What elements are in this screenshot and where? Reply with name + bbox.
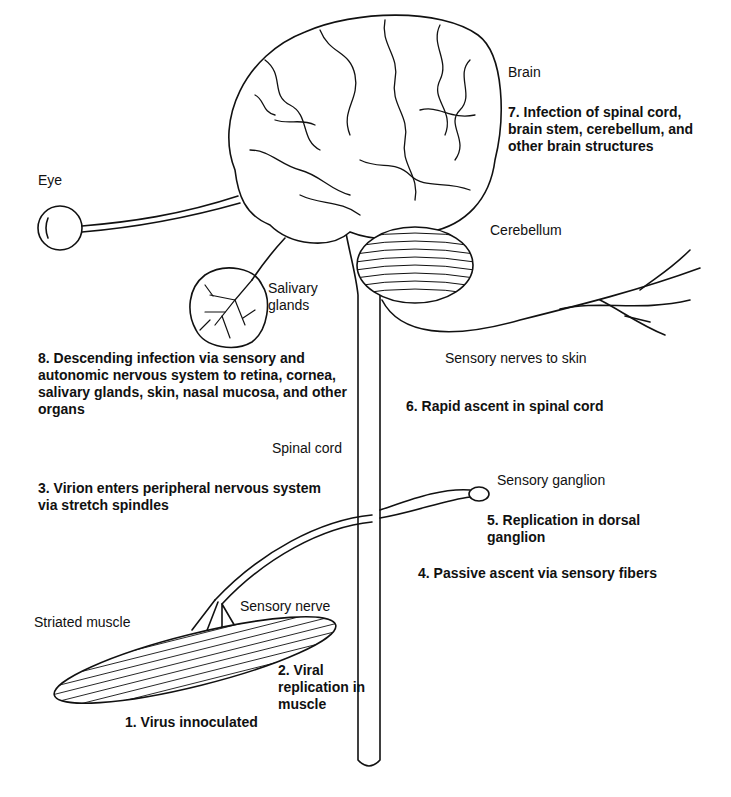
eye [38,206,82,250]
skin-nerve [625,316,650,322]
step-note: 5. Replication in dorsal ganglion [487,512,642,546]
part-label: Striated muscle [34,614,130,631]
skin-nerve [640,250,690,290]
eye-lens [46,218,48,238]
skin-nerve [600,300,665,335]
part-label: Sensory nerves to skin [445,350,587,367]
part-label: Sensory nerve [240,598,330,615]
brain-gyri [250,20,475,215]
step-note: 2. Viral replication in muscle [278,662,372,713]
part-label: Eye [38,172,62,189]
step-note: 1. Virus innoculated [125,714,258,731]
salivary-ducts [200,280,255,338]
gland-nerve [252,238,285,280]
step-note: 3. Virion enters peripheral nervous syst… [38,480,326,514]
skin-nerve [382,268,700,332]
part-label: Brain [508,64,541,81]
part-label: Cerebellum [490,222,562,239]
step-note: 8. Descending infection via sensory and … [38,350,352,418]
step-note: 6. Rapid ascent in spinal cord [406,398,604,415]
sensory-root [380,497,470,518]
sensory-ganglion [469,487,489,501]
salivary-gland [190,268,268,347]
sensory-nerve [222,522,372,604]
step-note: 4. Passive ascent via sensory fibers [418,565,663,582]
brain-outline [229,15,501,243]
skin-nerve [560,300,690,309]
optic-nerve [82,203,240,232]
cerebellum-folia [355,233,475,294]
step-note: 7. Infection of spinal cord, brain stem,… [508,104,708,155]
part-label: Sensory ganglion [497,472,605,489]
part-label: Salivary glands [268,280,338,314]
part-label: Spinal cord [272,440,342,457]
